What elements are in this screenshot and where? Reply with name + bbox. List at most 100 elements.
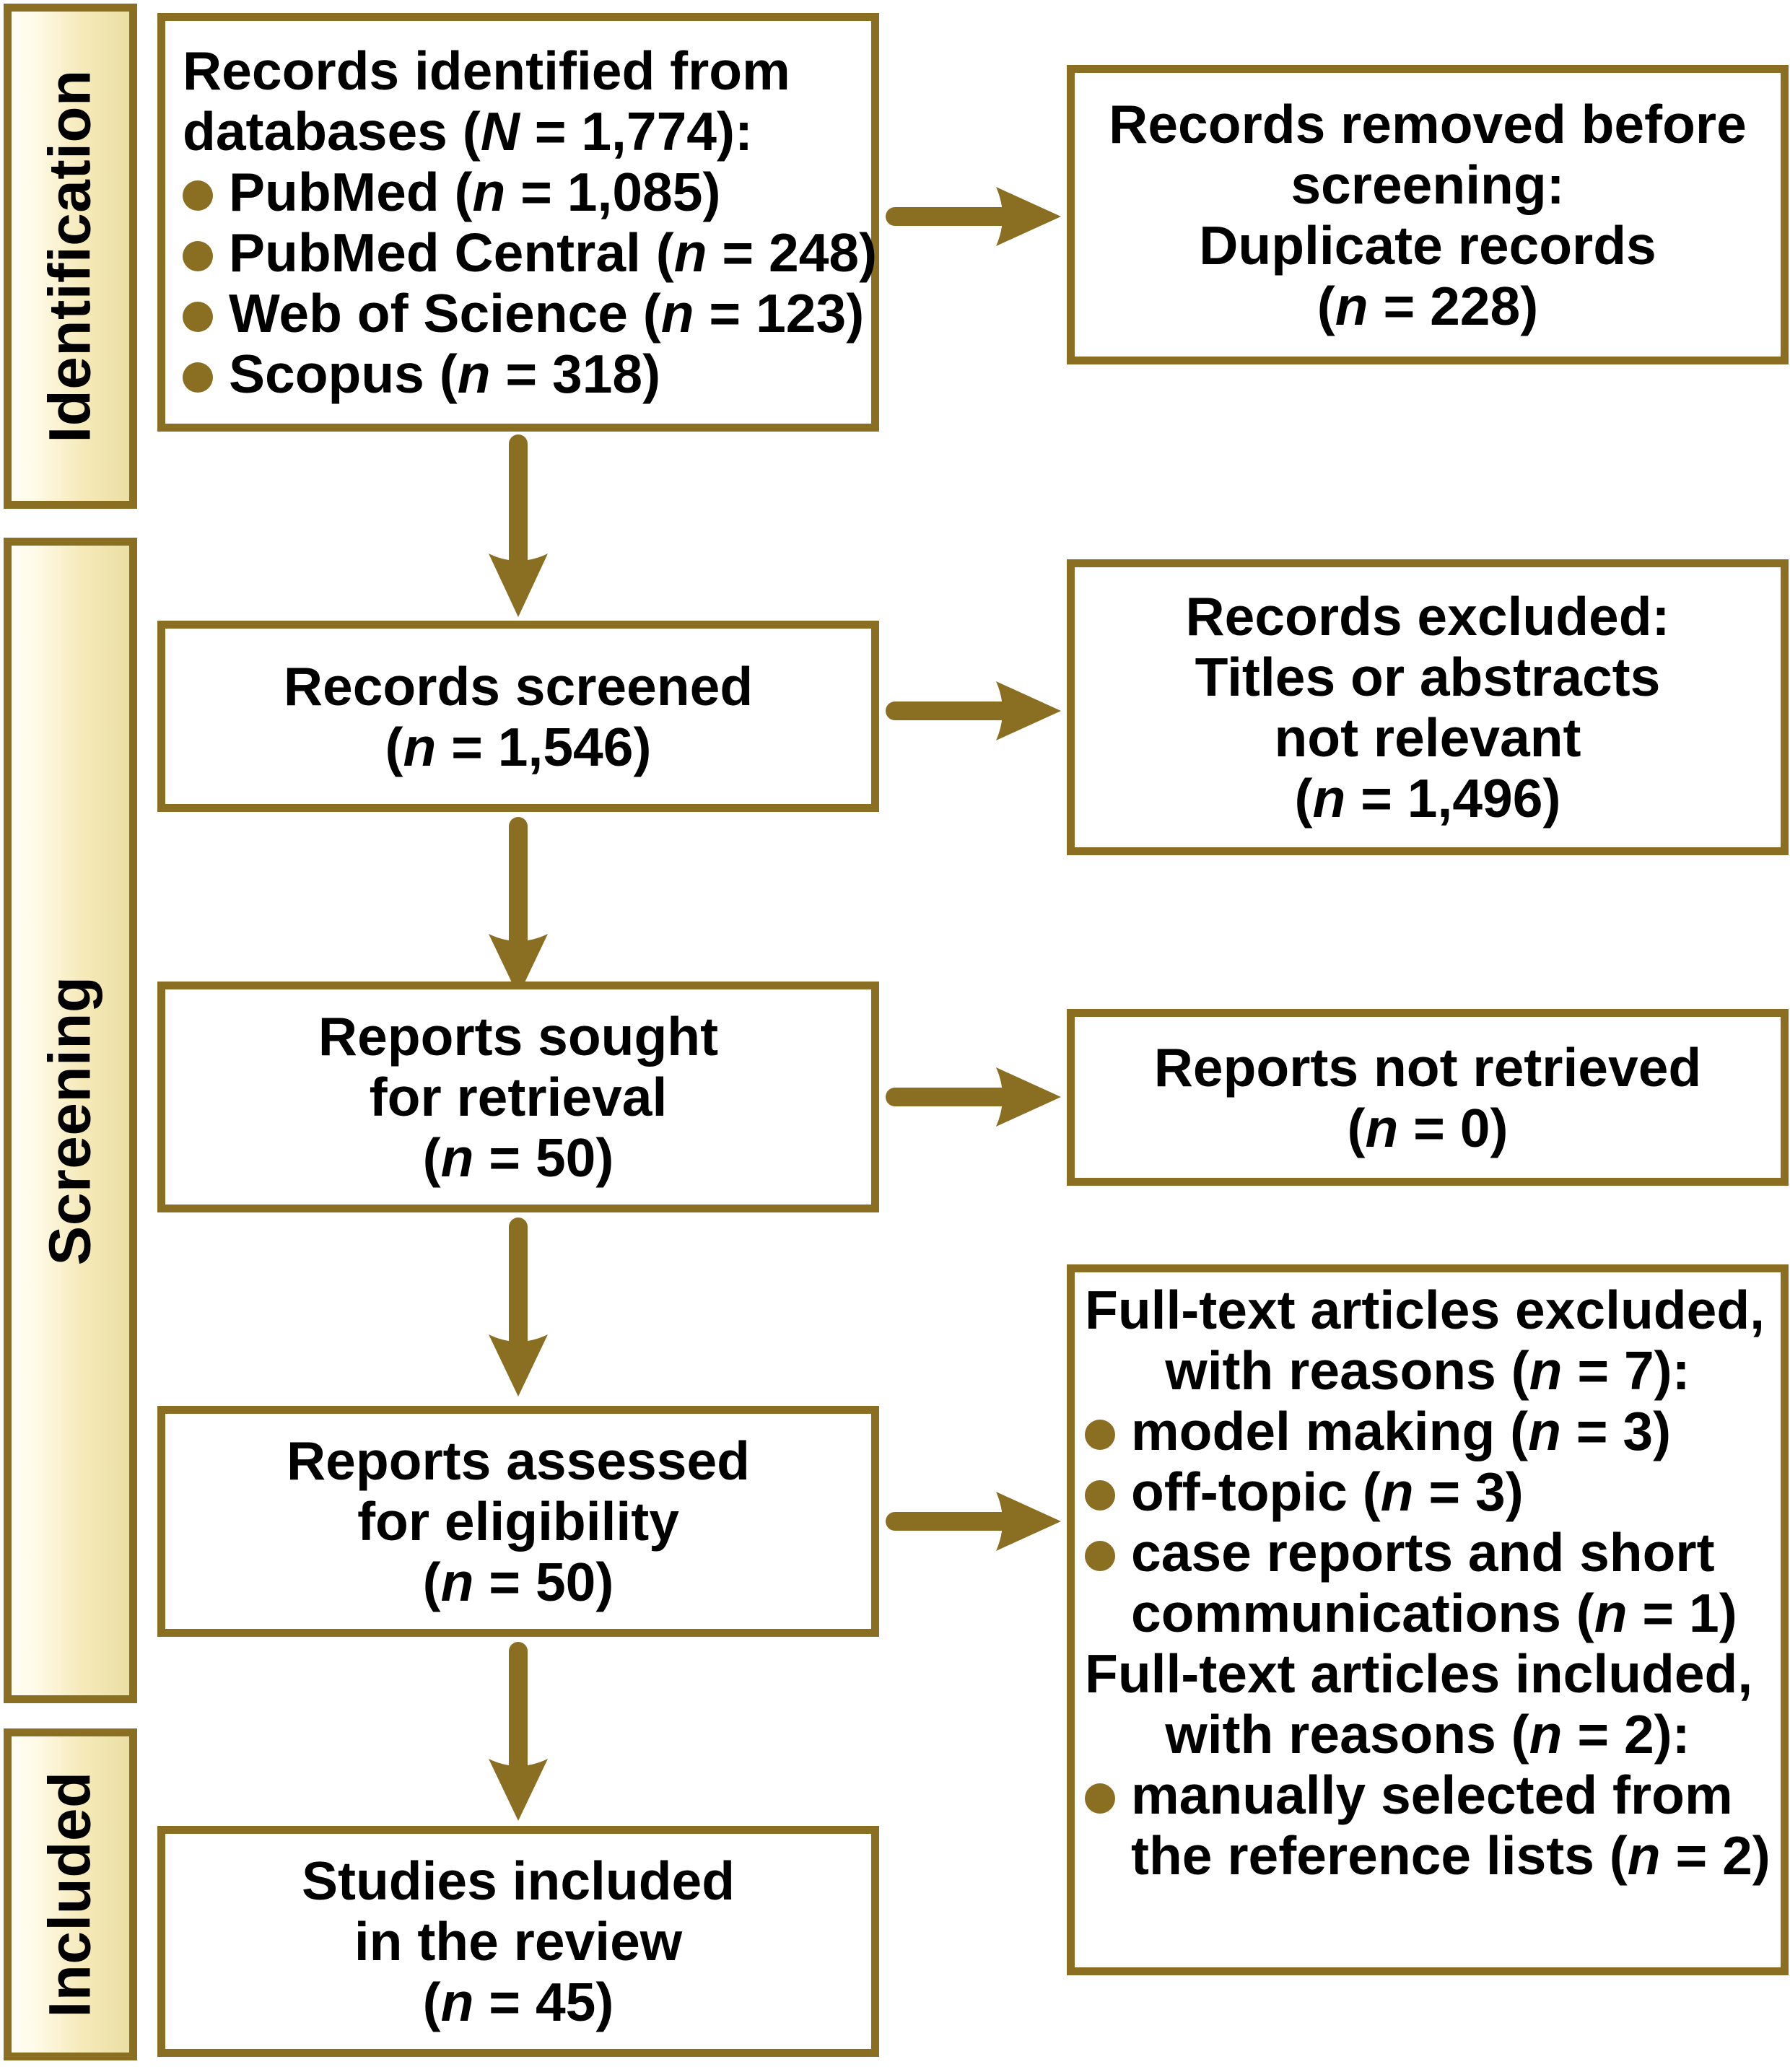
arrow-sought-to-not-retrieved: [886, 1065, 1061, 1129]
n-symbol: n: [1594, 1583, 1628, 1643]
box-records-excluded: Records excluded: Titles or abstracts no…: [1067, 559, 1789, 855]
records-excluded-line2: Titles or abstracts: [1195, 647, 1661, 707]
bullet-icon: [1085, 1480, 1115, 1511]
list-item-model-making: model making (n = 3): [1085, 1401, 1771, 1461]
records-identified-title-line2: databases (N = 1,774):: [183, 101, 858, 162]
reports-not-retrieved-line1: Reports not retrieved: [1153, 1036, 1702, 1098]
source-value-pubmed-central: = 248): [707, 222, 878, 283]
arrow-screened-to-excluded: [886, 678, 1061, 743]
records-removed-line1: Records removed before: [1109, 93, 1747, 154]
bullet-icon: [183, 362, 213, 393]
fulltext-included-heading-line2: with reasons (n = 2):: [1085, 1704, 1771, 1765]
box-studies-included: Studies included in the review (n = 45): [157, 1826, 879, 2057]
reports-sought-line1: Reports sought: [318, 1006, 719, 1067]
records-screened-line2: (n = 1,546): [178, 717, 858, 777]
n-symbol: n: [1380, 1461, 1414, 1522]
records-excluded-line4: (n = 1,496): [1088, 768, 1768, 829]
paren-open: (: [422, 1127, 441, 1188]
box-reports-assessed: Reports assessed for eligibility (n = 50…: [157, 1406, 879, 1637]
n-symbol: n: [673, 222, 707, 283]
stage-panel-identification: Identification: [4, 4, 137, 509]
records-removed-line2: screening:: [1291, 154, 1565, 215]
with-reasons-label: with reasons (: [1165, 1340, 1529, 1401]
studies-included-count: = 45): [473, 1972, 614, 2032]
source-label-pubmed: PubMed (: [229, 162, 473, 222]
reports-not-retrieved-count: = 0): [1398, 1097, 1509, 1158]
arrow-assessed-to-fulltext: [886, 1489, 1061, 1554]
reports-assessed-line3: (n = 50): [178, 1552, 858, 1612]
n-symbol: n: [1365, 1097, 1399, 1158]
source-label-pubmed-central: PubMed Central (: [229, 222, 674, 283]
fulltext-excluded-heading-line1: Full-text articles excluded,: [1085, 1280, 1765, 1340]
n-symbol: n: [1529, 1340, 1563, 1401]
records-excluded-line3: not relevant: [1274, 707, 1581, 768]
with-reasons-label: with reasons (: [1165, 1704, 1529, 1765]
reason-value-case-reports: = 1): [1627, 1583, 1737, 1643]
records-removed-line4: (n = 228): [1088, 276, 1768, 336]
reports-sought-line2: for retrieval: [369, 1067, 668, 1127]
reports-assessed-count: = 50): [473, 1552, 614, 1612]
list-item-manually-selected: manually selected from the reference lis…: [1085, 1765, 1771, 1886]
reports-assessed-line2: for eligibility: [357, 1491, 679, 1552]
source-value-pubmed: = 1,085): [505, 162, 721, 222]
stage-label-identification: Identification: [37, 69, 103, 443]
n-symbol: n: [1312, 768, 1346, 829]
studies-included-line2: in the review: [354, 1911, 683, 1972]
bullet-icon: [1085, 1420, 1115, 1450]
reason-label-off-topic: off-topic (: [1131, 1461, 1381, 1522]
records-removed-count: = 228): [1368, 275, 1539, 336]
n-symbol: n: [1627, 1825, 1661, 1886]
fulltext-included-heading-line1: Full-text articles included,: [1085, 1643, 1753, 1704]
paren-open: (: [1347, 1097, 1366, 1158]
paren-open: (: [422, 1552, 441, 1612]
bullet-icon: [1085, 1541, 1115, 1571]
box-records-screened: Records screened (n = 1,546): [157, 621, 879, 812]
box-fulltext-outcomes: Full-text articles excluded, with reason…: [1067, 1264, 1789, 1975]
n-symbol: n: [457, 344, 491, 404]
reports-sought-line3: (n = 50): [178, 1127, 858, 1188]
paren-open: (: [385, 716, 403, 777]
arrow-identified-to-screened: [482, 434, 554, 617]
reports-assessed-line1: Reports assessed: [286, 1430, 750, 1491]
records-screened-count: = 1,546): [436, 716, 652, 777]
reason-value-model-making: = 3): [1560, 1401, 1672, 1461]
box-records-removed: Records removed before screening: Duplic…: [1067, 65, 1789, 364]
reason-label-case-reports: case reports and short communications (: [1131, 1522, 1715, 1643]
n-symbol: n: [472, 162, 506, 222]
n-symbol: n: [440, 1552, 474, 1612]
list-item-scopus: Scopus (n = 318): [183, 344, 858, 404]
reason-label-manually-selected: manually selected from the reference lis…: [1131, 1765, 1733, 1886]
list-item-case-reports: case reports and short communications (n…: [1085, 1522, 1771, 1643]
n-symbol: n: [1335, 275, 1368, 336]
bullet-icon: [183, 180, 213, 211]
studies-included-line3: (n = 45): [178, 1972, 858, 2032]
reason-value-manually-selected: = 2): [1660, 1825, 1771, 1886]
reason-value-off-topic: = 3): [1413, 1461, 1524, 1522]
paren-open: (: [1294, 768, 1313, 829]
fulltext-included-count: = 2):: [1562, 1704, 1690, 1765]
fulltext-excluded-heading-line2: with reasons (n = 7):: [1085, 1340, 1771, 1401]
fulltext-excluded-count: = 7):: [1562, 1340, 1690, 1401]
list-item-off-topic: off-topic (n = 3): [1085, 1461, 1771, 1522]
box-reports-sought: Reports sought for retrieval (n = 50): [157, 982, 879, 1212]
arrow-sought-to-assessed: [482, 1218, 554, 1396]
records-excluded-count: = 1,496): [1345, 768, 1561, 829]
arrow-identified-to-removed: [886, 184, 1061, 249]
stage-panel-screening: Screening: [4, 538, 137, 1703]
reason-label-model-making: model making (: [1131, 1401, 1529, 1461]
source-label-web-of-science: Web of Science (: [229, 283, 661, 344]
arrow-assessed-to-studies: [482, 1642, 554, 1821]
paren-open: (: [1317, 275, 1335, 336]
reports-not-retrieved-line2: (n = 0): [1088, 1098, 1768, 1158]
n-symbol: n: [403, 716, 437, 777]
records-removed-line3: Duplicate records: [1199, 214, 1656, 276]
records-identified-title-line1: Records identified from: [183, 40, 790, 101]
n-symbol: n: [440, 1127, 474, 1188]
records-excluded-line1: Records excluded:: [1185, 586, 1670, 647]
records-screened-line1: Records screened: [283, 655, 754, 717]
bullet-icon: [183, 241, 213, 271]
stage-label-screening: Screening: [37, 976, 103, 1265]
studies-included-line1: Studies included: [301, 1850, 735, 1911]
list-item-pubmed: PubMed (n = 1,085): [183, 162, 858, 222]
